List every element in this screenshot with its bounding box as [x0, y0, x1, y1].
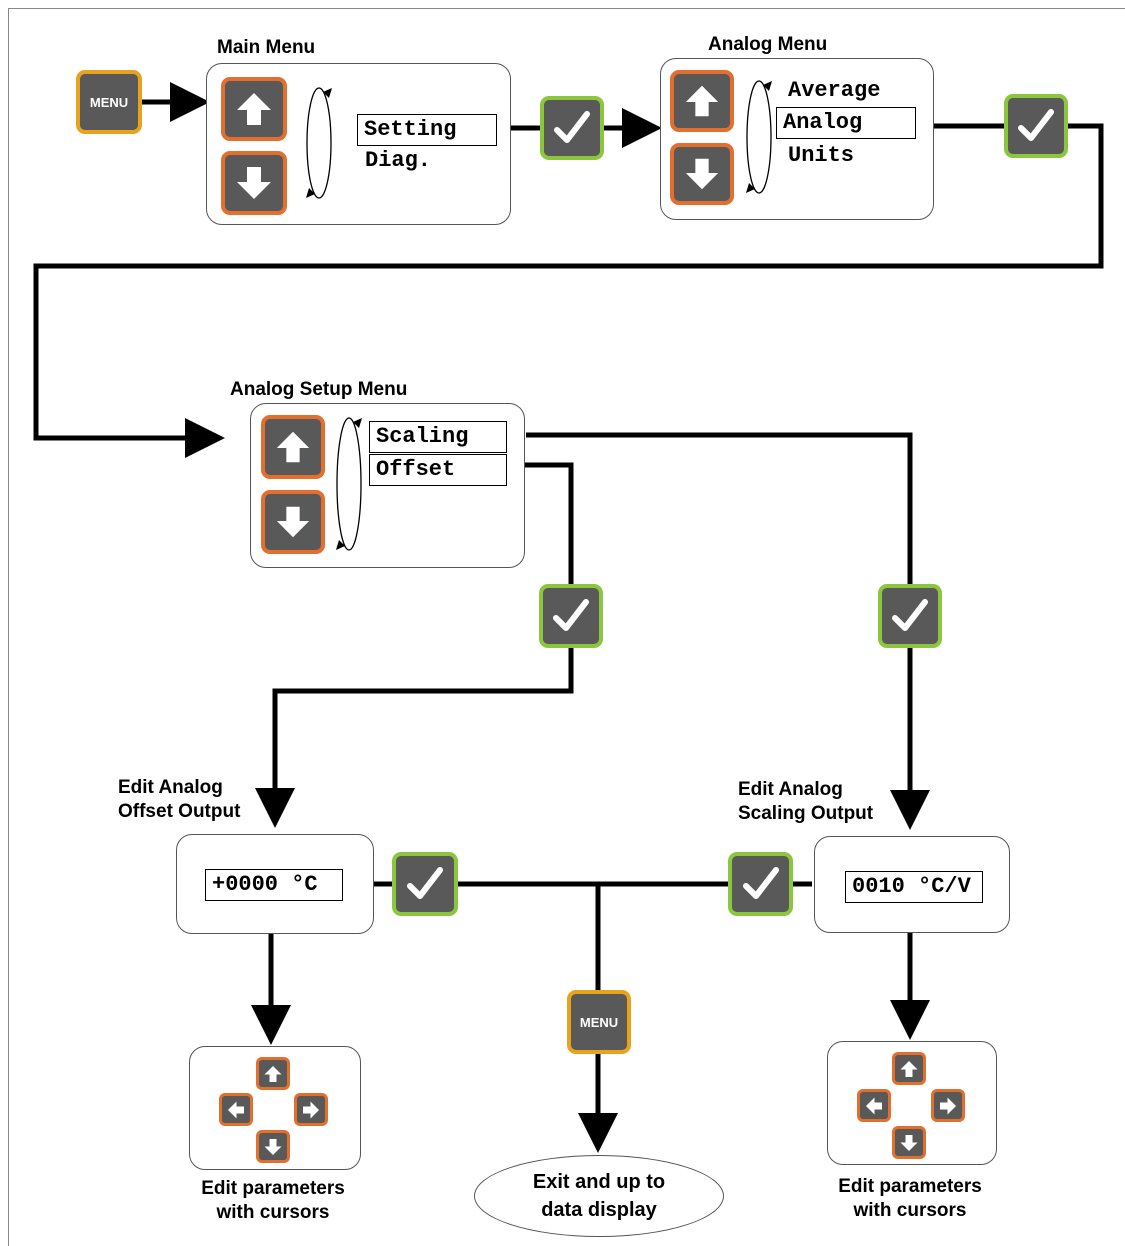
analog-menu-panel: Average Analog Units: [660, 58, 934, 220]
exit-menu-key[interactable]: MENU: [567, 990, 631, 1054]
setup-menu-item-offset[interactable]: Offset: [369, 454, 507, 486]
scaling-cursor-up[interactable]: [892, 1052, 926, 1085]
exit-node: Exit and up to data display: [474, 1155, 724, 1237]
offset-confirm-key[interactable]: [392, 852, 458, 916]
check-icon: [742, 867, 779, 899]
up-arrow-icon: [685, 85, 719, 117]
diagram-frame: [8, 8, 1125, 1246]
exit-line2: data display: [541, 1199, 657, 1221]
main-menu-item-setting[interactable]: Setting: [357, 114, 497, 146]
offset-cursor-left[interactable]: [219, 1093, 253, 1126]
scaling-cursor-pad: [827, 1041, 997, 1165]
scaling-cursor-down[interactable]: [892, 1126, 926, 1159]
offset-title-line2: Offset Output: [118, 801, 241, 822]
offset-cursor-right[interactable]: [294, 1093, 328, 1126]
down-arrow-icon: [276, 506, 310, 538]
main-enter-key[interactable]: [540, 96, 604, 160]
down-arrow-icon: [237, 167, 271, 199]
setup-down-key[interactable]: [261, 490, 325, 554]
offset-edit-note-line2: with cursors: [216, 1202, 330, 1223]
scaling-edit-note-line1: Edit parameters: [838, 1176, 982, 1197]
scaling-output-title: Edit Analog Scaling Output: [738, 778, 873, 826]
up-arrow-icon: [237, 93, 271, 125]
main-menu-item-diag[interactable]: Diag.: [365, 148, 432, 173]
left-arrow-icon: [866, 1097, 882, 1114]
line-check-loop: [33, 123, 1104, 458]
offset-cursor-pad: [189, 1046, 361, 1170]
scaling-output-panel: 0010 °C/V: [814, 836, 1010, 933]
offset-enter-key[interactable]: [539, 584, 603, 648]
offset-cursor-up[interactable]: [256, 1057, 290, 1090]
cycle-icon: [306, 87, 332, 199]
main-menu-title: Main Menu: [217, 37, 316, 58]
scaling-title-line2: Scaling Output: [738, 803, 874, 824]
scaling-enter-key[interactable]: [878, 584, 942, 648]
analog-setup-menu-title: Analog Setup Menu: [230, 379, 408, 400]
left-arrow-icon: [228, 1101, 244, 1118]
scaling-cursor-right[interactable]: [931, 1089, 965, 1122]
down-arrow-icon: [685, 158, 719, 190]
right-arrow-icon: [940, 1097, 956, 1114]
analog-menu-item-units[interactable]: Units: [788, 143, 855, 168]
analog-menu-title: Analog Menu: [708, 34, 828, 55]
cycle-icon: [336, 417, 362, 551]
check-icon: [554, 111, 590, 143]
analog-enter-key[interactable]: [1004, 94, 1068, 158]
menu-key[interactable]: MENU: [76, 70, 142, 134]
setup-up-key[interactable]: [261, 415, 325, 479]
exit-line1: Exit and up to: [532, 1171, 666, 1193]
main-up-key[interactable]: [221, 77, 287, 141]
main-down-key[interactable]: [221, 151, 287, 215]
check-icon: [1018, 109, 1054, 141]
analog-setup-menu-panel: Scaling Offset: [250, 403, 525, 568]
down-arrow-icon: [264, 1138, 282, 1155]
offset-edit-note-line1: Edit parameters: [201, 1178, 345, 1199]
scaling-edit-note: Edit parameters with cursors: [812, 1175, 1008, 1223]
offset-cursor-down[interactable]: [256, 1130, 290, 1163]
offset-output-title: Edit Analog Offset Output: [118, 776, 240, 824]
menu-key-label: MENU: [89, 94, 129, 110]
down-arrow-icon: [900, 1134, 918, 1151]
up-arrow-icon: [276, 431, 310, 463]
right-arrow-icon: [303, 1101, 319, 1118]
scaling-output-display: 0010 °C/V: [845, 871, 983, 903]
analog-menu-item-analog[interactable]: Analog: [776, 107, 916, 139]
main-menu-panel: Setting Diag.: [206, 63, 511, 225]
offset-output-display: +0000 °C: [205, 869, 343, 901]
exit-menu-key-label: MENU: [579, 1014, 619, 1030]
up-arrow-icon: [264, 1065, 282, 1082]
check-icon: [407, 867, 443, 899]
offset-output-panel: +0000 °C: [176, 834, 374, 934]
scaling-edit-note-line2: with cursors: [853, 1200, 967, 1221]
line-scaling-branch: [526, 432, 913, 584]
up-arrow-icon: [900, 1060, 918, 1077]
check-icon: [892, 599, 928, 631]
analog-up-key[interactable]: [670, 70, 734, 132]
analog-down-key[interactable]: [670, 143, 734, 205]
setup-menu-item-scaling[interactable]: Scaling: [369, 421, 507, 453]
scaling-cursor-left[interactable]: [857, 1089, 891, 1122]
offset-edit-note: Edit parameters with cursors: [175, 1177, 371, 1225]
line-offset-down: [255, 648, 574, 828]
line-offset-branch: [508, 462, 574, 584]
analog-menu-item-average[interactable]: Average: [788, 78, 881, 103]
cycle-icon: [746, 80, 772, 194]
offset-title-line1: Edit Analog: [118, 777, 223, 798]
check-icon: [553, 599, 589, 631]
scaling-confirm-key[interactable]: [728, 852, 793, 916]
scaling-title-line1: Edit Analog: [738, 779, 843, 800]
